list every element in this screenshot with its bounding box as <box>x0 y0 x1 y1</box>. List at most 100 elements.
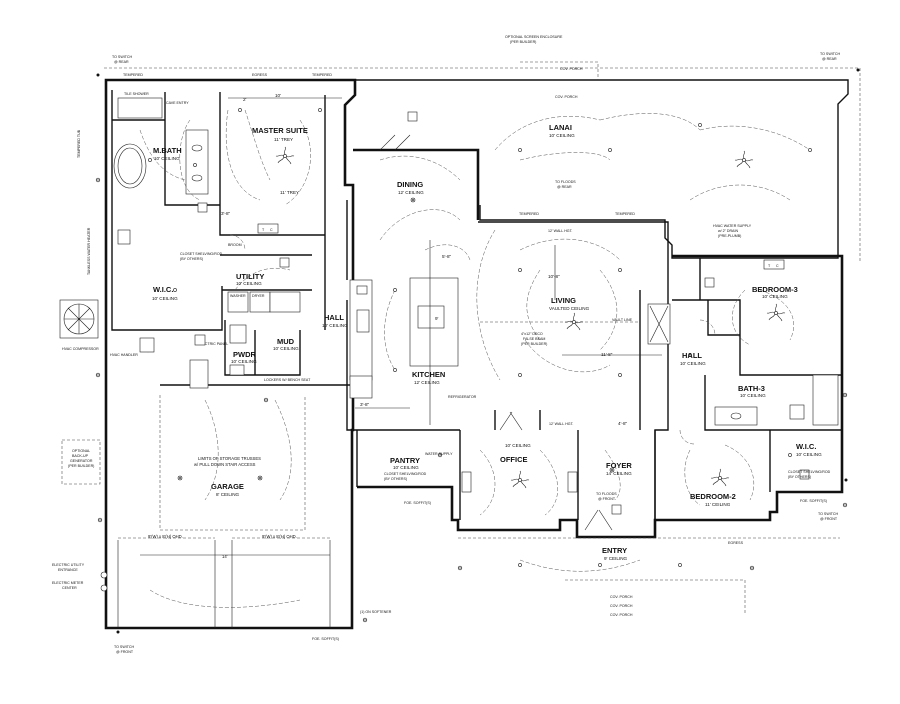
room-name: W.I.C. <box>153 285 173 294</box>
lanai-light <box>608 148 612 152</box>
svg-text:DRYER: DRYER <box>252 294 265 298</box>
room-name: FOYER <box>606 461 632 470</box>
svg-text:TEMPERED: TEMPERED <box>312 73 332 77</box>
room-name: MASTER SUITE <box>252 126 308 135</box>
bathroom-fixtures <box>113 97 839 426</box>
svg-text:@ REAR: @ REAR <box>822 57 837 61</box>
room-ceiling: 12' CEILING <box>398 190 424 195</box>
svg-text:ELECTRIC PANEL: ELECTRIC PANEL <box>198 342 228 346</box>
utility-fixtures <box>189 291 301 389</box>
svg-text:TEMPERED: TEMPERED <box>123 73 143 77</box>
room-name: LIVING <box>551 296 576 305</box>
svg-text:(PER BUILDER): (PER BUILDER) <box>510 40 536 44</box>
entry-light <box>678 563 682 567</box>
svg-text:WASHER: WASHER <box>230 294 246 298</box>
room-ceiling: 10' CEILING <box>393 465 419 470</box>
hvac-compressor <box>59 299 99 339</box>
svg-text:TEMPERED: TEMPERED <box>615 212 635 216</box>
exterior-walls <box>104 78 849 630</box>
room-name: UTILITY <box>236 272 264 281</box>
kitchen-island <box>349 277 459 399</box>
svg-text:(BY OTHERS): (BY OTHERS) <box>180 257 203 261</box>
svg-text:3'-8": 3'-8" <box>360 402 370 407</box>
kitchen-light <box>393 368 397 372</box>
room-ceiling: 14' CEILING <box>606 471 632 476</box>
svg-text:LIMITS OF STORAGE TRUSSES: LIMITS OF STORAGE TRUSSES <box>198 456 261 461</box>
svg-text:(BY OTHERS): (BY OTHERS) <box>788 475 811 479</box>
svg-text:4"x12" DECO: 4"x12" DECO <box>521 332 543 336</box>
outlet <box>842 502 848 508</box>
svg-text:WATER SUPPLY: WATER SUPPLY <box>425 452 453 456</box>
svg-text:CLOSET SHELVING/ROD: CLOSET SHELVING/ROD <box>788 470 831 474</box>
svg-text:BROOM: BROOM <box>228 243 242 247</box>
interior-walls <box>111 90 842 520</box>
switch-note: TO SWITCH <box>114 645 135 649</box>
svg-text:GENERATOR: GENERATOR <box>70 459 93 463</box>
svg-text:@ REAR: @ REAR <box>114 60 129 64</box>
svg-text:5'-8": 5'-8" <box>442 254 452 259</box>
switch-note: TO SWITCH <box>818 512 839 516</box>
svg-text:COV. PORCH: COV. PORCH <box>555 95 578 99</box>
outlet <box>97 517 103 523</box>
room-ceiling: 10' CEILING <box>322 323 348 328</box>
svg-text:@ FRONT: @ FRONT <box>820 517 838 521</box>
room-ceiling: 10' CEILING <box>273 346 299 351</box>
svg-text:FOE. SOFFIT(S): FOE. SOFFIT(S) <box>800 499 827 503</box>
lanai-fan <box>734 150 754 169</box>
svg-text:EGRESS: EGRESS <box>728 541 744 545</box>
room-name: GARAGE <box>211 482 244 491</box>
room-ceiling: 10' CEILING <box>762 294 788 299</box>
entry-light <box>518 563 522 567</box>
room-ceiling: 10' CEILING <box>505 443 531 448</box>
outlet <box>95 372 101 378</box>
room-name: KITCHEN <box>412 370 445 379</box>
svg-text:ELECTRIC METER: ELECTRIC METER <box>52 581 84 585</box>
switch-note: TO SWITCH <box>112 55 133 59</box>
room-name: MUD <box>277 337 295 346</box>
wic-right-light <box>788 453 792 457</box>
room-name: ENTRY <box>602 546 627 555</box>
soffit-lines <box>104 61 861 615</box>
lanai-light <box>518 148 522 152</box>
fireplace <box>647 303 671 345</box>
outlet <box>842 392 848 398</box>
room-name: HALL <box>682 351 702 360</box>
svg-text:ELECTRIC UTILITY: ELECTRIC UTILITY <box>52 563 85 567</box>
svg-text:12' WALL HGT.: 12' WALL HGT. <box>548 229 573 233</box>
svg-text:11'-8": 11'-8" <box>601 352 613 357</box>
master-light <box>318 108 322 112</box>
dining-light <box>410 197 416 203</box>
svg-text:COV. PORCH: COV. PORCH <box>610 613 633 617</box>
svg-text:TO FLOODS: TO FLOODS <box>596 492 617 496</box>
outlet <box>457 565 463 571</box>
room-ceiling: 11' CEILING <box>705 502 731 507</box>
garage-light <box>257 475 263 481</box>
svg-text:HVAC WATER SUPPLY: HVAC WATER SUPPLY <box>713 224 752 228</box>
svg-text:TILE SHOWER: TILE SHOWER <box>124 92 149 96</box>
svg-text:T: T <box>768 264 771 268</box>
svg-text:COV. PORCH: COV. PORCH <box>610 604 633 608</box>
svg-text:3'-8": 3'-8" <box>221 211 231 216</box>
outlet <box>95 177 101 183</box>
svg-text:w/ PULL DOWN STAIR ACCESS: w/ PULL DOWN STAIR ACCESS <box>194 462 256 467</box>
bath-light <box>148 158 152 162</box>
svg-text:@ FRONT: @ FRONT <box>116 650 134 654</box>
svg-text:@ REAR: @ REAR <box>557 185 572 189</box>
living-light <box>618 373 622 377</box>
living-light <box>518 373 522 377</box>
room-ceiling: 9' CEILING <box>604 556 628 561</box>
wic-light <box>173 288 177 292</box>
room-name: LANAI <box>549 123 572 132</box>
room-ceiling: 10' CEILING <box>740 393 766 398</box>
svg-text:@ FRONT: @ FRONT <box>598 497 616 501</box>
outlet <box>749 565 755 571</box>
svg-text:FALSE BEAM: FALSE BEAM <box>523 337 545 341</box>
living-light <box>618 268 622 272</box>
wiring <box>139 109 811 608</box>
svg-text:9'(W) x 8'(H) OHD.: 9'(W) x 8'(H) OHD. <box>262 534 297 539</box>
svg-text:10'-8": 10'-8" <box>548 274 560 279</box>
tag-boxes: T C T C <box>197 111 810 515</box>
svg-text:(1) ON SOFTENER: (1) ON SOFTENER <box>360 610 392 614</box>
room-ceiling: 10' CEILING <box>549 133 575 138</box>
svg-text:HVAC COMPRESSOR: HVAC COMPRESSOR <box>62 347 99 351</box>
